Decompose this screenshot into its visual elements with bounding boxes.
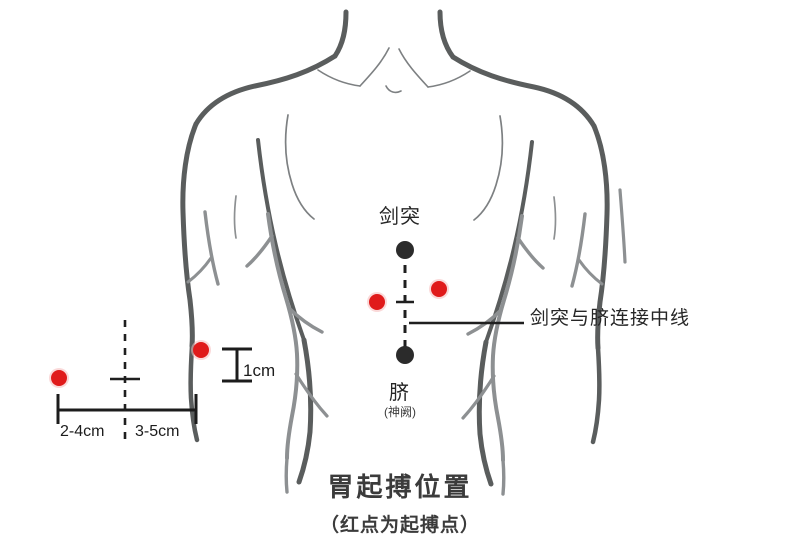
- right-hip-line: [476, 339, 494, 487]
- left-clavicle-line: [317, 69, 361, 87]
- left-shoulder-slope: [193, 53, 338, 127]
- pacing-point-torso-right: [431, 281, 447, 297]
- left-arm-outer-contour: [180, 121, 199, 349]
- caliper-1cm-marker: [222, 347, 252, 383]
- right-torso-side: [484, 140, 534, 344]
- right-arm-vein-branch-lower: [461, 374, 496, 420]
- right-arm-vein-main: [490, 214, 524, 462]
- right-clavicle-line: [427, 70, 471, 88]
- left-arm-vein-branch-mid: [287, 306, 324, 334]
- right-inner-arm-line: [553, 196, 557, 240]
- right-arm-outer-contour: [591, 123, 610, 351]
- pacing-point-torso-left: [369, 294, 385, 310]
- neck-right-edge: [437, 9, 456, 60]
- diagram-title: 胃起搏位置: [327, 472, 473, 502]
- left-inner-arm-line: [233, 195, 237, 239]
- left-arm-vein-main: [266, 212, 300, 460]
- navel-label: 脐: [389, 382, 410, 404]
- left-outer-vein: [203, 210, 220, 286]
- right-forearm-outer: [590, 345, 602, 445]
- right-arm-vein-tail: [501, 458, 506, 496]
- neck-left-edge: [332, 9, 349, 59]
- left-pectoral-fold: [284, 114, 315, 220]
- left-arm-vein-branch-upper: [245, 234, 274, 268]
- left-forearm-outer: [188, 343, 200, 443]
- right-edge-vein: [618, 188, 627, 264]
- xiphoid-point: [396, 241, 414, 259]
- horizontal-ruler: [56, 394, 198, 424]
- pacing-point-scale-lower: [51, 370, 67, 386]
- left-hip-line: [296, 337, 314, 485]
- midline-annotation-label: 剑突与脐连接中线: [530, 308, 691, 329]
- right-arm-vein-branch-upper: [516, 236, 545, 270]
- xiphoid-label: 剑突: [379, 206, 421, 228]
- right-shoulder-slope: [450, 54, 597, 129]
- left-outer-vein-branch: [186, 256, 213, 284]
- left-arm-vein-tail: [284, 456, 289, 494]
- sternal-notch-right: [398, 48, 429, 88]
- sternal-notch-left: [359, 47, 390, 87]
- pacing-point-scale-upper: [193, 342, 209, 358]
- diagram-subtitle: （红点为起搏点）: [319, 515, 480, 536]
- right-outer-vein-branch: [577, 258, 604, 286]
- navel-alt-name-label: (神阙): [384, 405, 416, 419]
- navel-point: [396, 346, 414, 364]
- left-torso-side: [256, 138, 306, 342]
- ruler-right-segment-label: 3-5cm: [135, 423, 180, 440]
- caliper-1cm-label: 1cm: [243, 361, 276, 380]
- sternal-notch-base: [385, 85, 402, 94]
- right-outer-vein: [570, 212, 587, 288]
- pacing-points-group: [49, 279, 449, 388]
- right-pectoral-fold: [473, 115, 504, 221]
- ruler-left-segment-label: 2-4cm: [60, 423, 105, 440]
- left-arm-vein-branch-lower: [294, 372, 329, 418]
